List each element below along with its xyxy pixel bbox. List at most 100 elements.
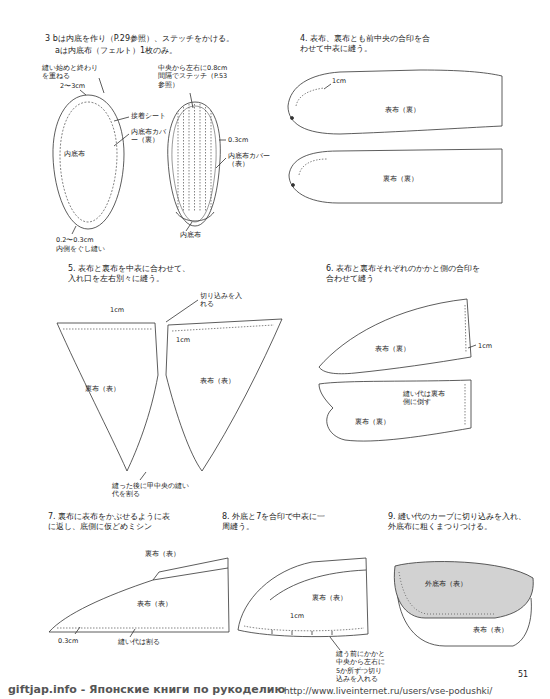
annotation: 縫い始めと終わりを重ねる — [42, 64, 98, 81]
watermark: http://www.liveinternet.ru/users/vse-pod… — [284, 686, 492, 698]
inner-sole-cover — [168, 102, 221, 226]
inner-sole-cover-edge — [172, 106, 216, 222]
part-name: 内底布カバー（裏） — [131, 128, 167, 145]
leader-line — [114, 117, 129, 121]
leader-line — [190, 93, 193, 108]
piece-edge — [394, 562, 533, 618]
pattern-piece: 裏布（表） — [55, 315, 160, 475]
stitch-line — [183, 104, 184, 212]
dimension: 1cm — [478, 342, 492, 350]
dimension: 1cm — [176, 336, 190, 344]
piece-edge — [57, 323, 158, 471]
dimension: 1cm — [110, 306, 124, 314]
stitch-line — [57, 628, 225, 629]
part-name: 表布（表） — [137, 600, 172, 608]
piece-outline — [45, 548, 232, 636]
leader-line — [219, 140, 226, 141]
leader-line — [130, 629, 135, 637]
step-instruction: 7. 裏布に表布をかぶせるように表に返し、底側に仮どめミシン — [48, 512, 172, 533]
piece-edge — [291, 117, 294, 120]
piece-edge — [238, 558, 368, 637]
step-instruction: 8. 外底と7を合印で中表に一周縫う。 — [222, 512, 330, 533]
step-instruction: 5. 表布と裏布を中表に合わせて、入れ口を左右別々に縫う。 — [68, 264, 196, 285]
part-name: 内底布 — [180, 231, 201, 239]
part-name: 表布（表） — [200, 377, 235, 385]
piece-edge — [319, 380, 471, 441]
annotation: 縫い代は裏布側に倒す — [403, 390, 451, 407]
dimension: 0.3cm — [228, 136, 248, 144]
step-instruction: 9. 縫い代のカーブに切り込みを入れ、外底布に粗くまつりつける。 — [388, 512, 533, 533]
piece-edge — [319, 299, 471, 374]
leader-line — [80, 90, 86, 95]
step-instruction: 6. 表布と裏布それぞれのかかと側の合印を合わせて縫う — [326, 264, 481, 285]
pattern-piece: 裏布（裏） — [315, 378, 475, 448]
stitch-line — [194, 104, 195, 212]
leader-line — [468, 345, 476, 348]
piece-edge — [53, 95, 124, 229]
part-name: 表布（裏） — [385, 106, 420, 114]
step-instruction: 3 bは内底を作り（P.29参照）、ステッチをかける。 — [45, 34, 234, 44]
watermark: giftjap.info - Японские книги по рукодел… — [8, 683, 285, 697]
part-name: 裏布（裏） — [355, 418, 390, 426]
stitch-lines — [178, 104, 211, 212]
leader-line — [72, 226, 76, 234]
piece-edge — [49, 568, 229, 632]
annotation: 縫う前にかかと中央から左右に5か所ずつ切り込みを入れる — [336, 650, 386, 684]
piece-outline — [315, 378, 475, 448]
step-instruction: aは内底布（フェルト）1枚のみ。 — [55, 46, 177, 56]
leader-line — [114, 134, 129, 146]
stitch-line — [465, 305, 466, 353]
stitch-line — [172, 325, 274, 331]
part-name: 裏布（表） — [145, 550, 180, 558]
dimension: 1cm — [332, 77, 346, 85]
leader-line — [216, 158, 226, 168]
dimension: 2〜3cm — [60, 82, 85, 90]
stitch-line — [63, 329, 152, 330]
annotation: 内側をぐし縫い — [56, 245, 105, 253]
part-name: 内底布カバー（表） — [228, 152, 270, 169]
leader-line — [166, 300, 198, 322]
piece-outline — [232, 548, 372, 642]
annotation: 切り込みを入れる — [200, 292, 242, 309]
stitch-line — [296, 88, 324, 106]
piece-outline — [315, 295, 475, 383]
annotation: 縫った後に甲中央の縫い代を割る — [112, 482, 190, 499]
stitch-line — [189, 104, 190, 212]
piece-outline — [48, 92, 128, 232]
leader-line — [140, 472, 146, 480]
pattern-piece: 内底布 — [48, 92, 128, 232]
leader-line — [324, 84, 331, 89]
stitch-line — [60, 102, 117, 222]
part-name: 表布（裏） — [375, 345, 410, 353]
dimension: 1cm — [290, 612, 304, 620]
pattern-piece: 表布（裏） — [280, 66, 505, 140]
part-name: 裏布（表） — [312, 594, 347, 602]
pattern-piece: 裏布（表） — [232, 548, 372, 642]
stitch-line — [399, 572, 495, 614]
dimension: 0.2〜0.3cm — [56, 236, 94, 244]
part-name: 裏布（裏） — [383, 175, 418, 183]
part-name: 内底布 — [64, 150, 85, 158]
page-number: 51 — [518, 670, 528, 680]
step-instruction: 4. 表布、裏布とも前中央の合印を合わせて中表に縫う。 — [300, 34, 435, 55]
piece-outline — [55, 315, 160, 475]
piece-edge — [166, 319, 282, 471]
part-name: 接着シート — [131, 112, 166, 120]
pattern-piece: 外底布（表）表布（表） — [385, 558, 537, 650]
part-name: 外底布（表） — [425, 580, 467, 588]
piece-outline — [385, 558, 537, 650]
stitch-line — [178, 104, 179, 212]
stitch-line — [211, 104, 212, 212]
stitch-line — [244, 626, 364, 631]
stitch-line — [465, 384, 466, 426]
piece-edge — [289, 149, 502, 203]
stitch-line — [200, 104, 201, 212]
piece-edge — [292, 184, 295, 187]
inner-sole-piece — [176, 212, 214, 221]
piece-edge — [272, 630, 332, 635]
piece-edge — [288, 70, 502, 134]
piece-outline — [280, 66, 505, 140]
annotation: 中央から左右に0.8cm間隔でステッチ（P.53参照） — [158, 64, 230, 89]
dimension: 0.3cm — [58, 637, 78, 645]
